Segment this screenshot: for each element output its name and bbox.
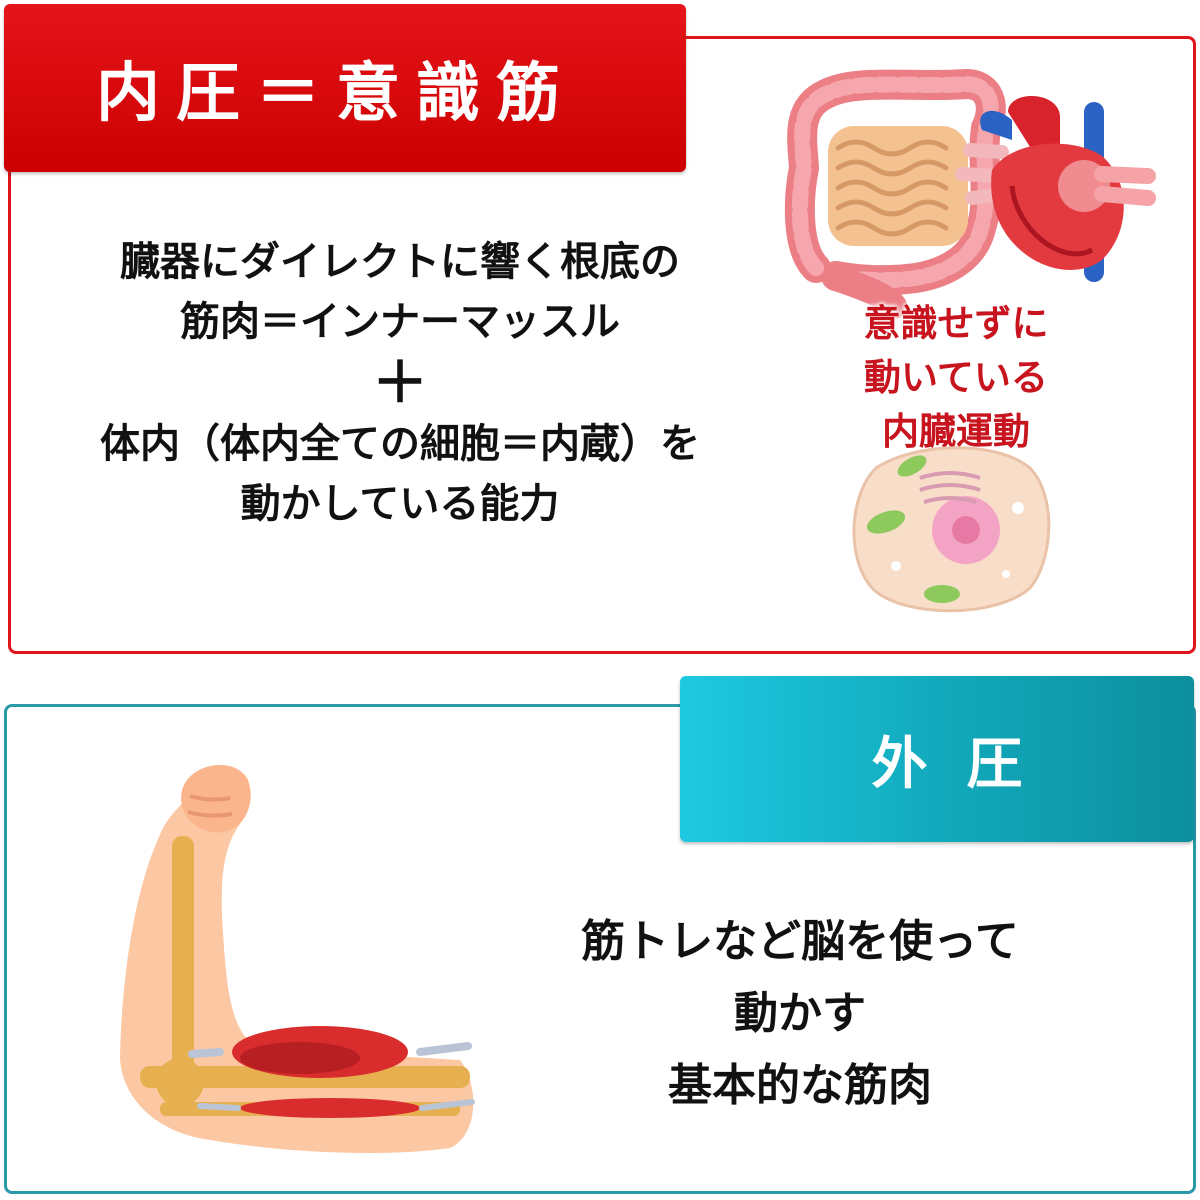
outer-pressure-tab: 外 圧 xyxy=(680,676,1194,842)
involuntary-movement-callout: 意識せずに 動いている 内臓運動 xyxy=(806,296,1106,458)
callout-line-1: 意識せずに xyxy=(863,301,1049,345)
inner-line-4: 体内（体内全ての細胞＝内蔵）を xyxy=(100,420,700,467)
outer-description: 筋トレなど脳を使って 動かす 基本的な筋肉 xyxy=(540,906,1060,1122)
outer-line-1: 筋トレなど脳を使って xyxy=(581,916,1019,967)
inner-line-2: 筋肉＝インナーマッスル xyxy=(180,298,620,345)
outer-line-2: 動かす xyxy=(734,988,866,1039)
intestines-icon xyxy=(784,68,1006,319)
cell-icon xyxy=(852,446,1051,613)
inner-description: 臓器にダイレクトに響く根底の 筋肉＝インナーマッスル ＋ 体内（体内全ての細胞＝… xyxy=(40,232,760,534)
arm-muscle-icon xyxy=(120,765,475,1154)
callout-line-2: 動いている xyxy=(864,355,1048,399)
inner-line-5: 動かしている能力 xyxy=(240,480,560,527)
callout-line-3: 内臓運動 xyxy=(882,409,1030,453)
heart-icon xyxy=(955,95,1156,282)
inner-line-1: 臓器にダイレクトに響く根底の xyxy=(120,238,680,285)
inner-pressure-tab: 内圧＝意識筋 xyxy=(4,4,686,172)
plus-sign: ＋ xyxy=(372,350,428,416)
outer-line-3: 基本的な筋肉 xyxy=(668,1060,932,1111)
